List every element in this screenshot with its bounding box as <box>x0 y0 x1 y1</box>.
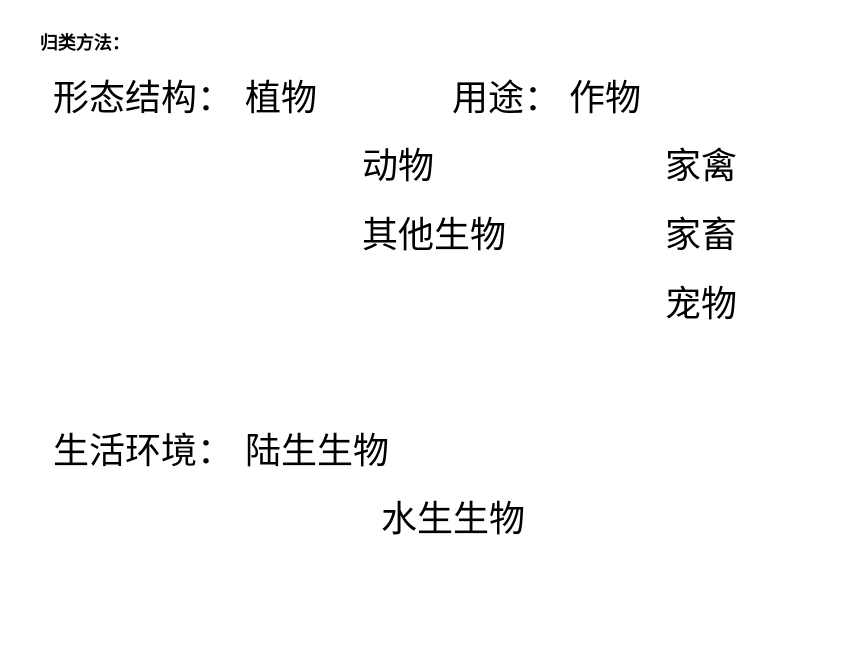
usage-item-crops: 作物 <box>569 78 642 119</box>
form-structure-item-plants: 植物 <box>245 78 318 119</box>
usage-label: 用途： <box>452 78 561 119</box>
slide-heading: 归类方法： <box>40 33 130 54</box>
usage-item-poultry: 家禽 <box>665 146 738 187</box>
living-environment-item-water: 水生生物 <box>381 499 526 540</box>
usage-item-livestock: 家畜 <box>665 215 738 256</box>
form-structure-item-animals: 动物 <box>362 146 435 187</box>
form-structure-item-other: 其他生物 <box>362 215 507 256</box>
usage-item-pets: 宠物 <box>665 284 738 325</box>
form-structure-label: 形态结构： <box>53 78 234 119</box>
living-environment-label: 生活环境： <box>53 431 234 472</box>
living-environment-item-land: 陆生生物 <box>245 431 390 472</box>
